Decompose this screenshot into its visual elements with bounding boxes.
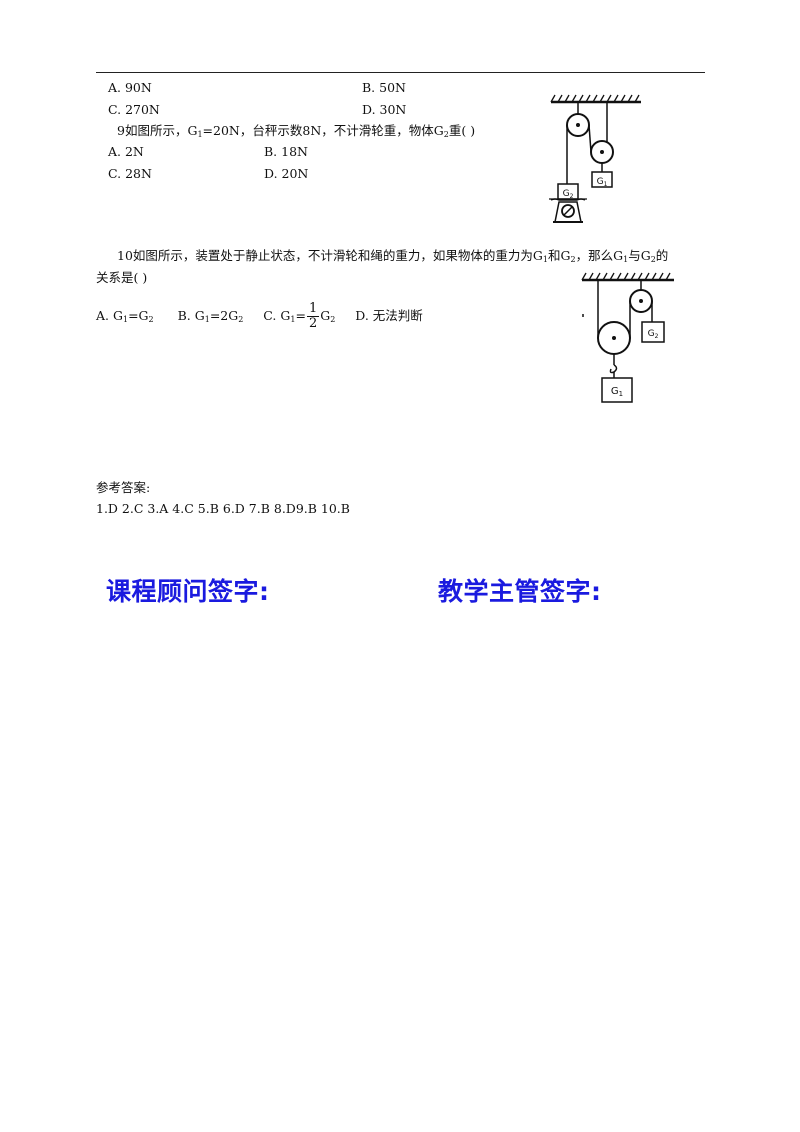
teaching-supervisor-signature-label: 教学主管签字:: [438, 577, 602, 606]
svg-text:G2: G2: [648, 329, 659, 340]
q8-option-c: C. 270N: [108, 102, 160, 117]
svg-text:G2: G2: [563, 189, 574, 200]
q10-stem-line2: 关系是( ): [96, 270, 148, 285]
q10-option-d: D. 无法判断: [355, 308, 423, 323]
header-rule: [96, 72, 705, 73]
q9-option-d: D. 20N: [264, 166, 309, 181]
course-advisor-signature-label: 课程顾问签字:: [106, 577, 270, 606]
q9-option-b: B. 18N: [264, 144, 308, 159]
q9-stem: 9如图所示，G1=20N，台秤示数8N，不计滑轮重，物体G2重( ): [117, 123, 476, 139]
q9-option-a: A. 2N: [108, 144, 144, 159]
q10-pulley-figure: G2 G1: [581, 272, 674, 403]
q8-option-b: B. 50N: [362, 80, 406, 95]
answers-heading: 参考答案:: [96, 480, 151, 495]
q8-option-a: A. 90N: [108, 80, 152, 95]
svg-text:G1: G1: [597, 177, 608, 188]
answers-list: 1.D 2.C 3.A 4.C 5.B 6.D 7.B 8.D9.B 10.B: [96, 501, 350, 516]
svg-text:G1: G1: [611, 386, 623, 398]
q10-option-a: A. G1=G2: [96, 308, 154, 324]
q8-option-d: D. 30N: [362, 102, 407, 117]
q10-stem-line1: 10如图所示，装置处于静止状态，不计滑轮和绳的重力，如果物体的重力为G1和G2，…: [117, 248, 669, 264]
q9-option-c: C. 28N: [108, 166, 152, 181]
q10-option-b: B. G1=2G2: [177, 308, 244, 324]
q9-pulley-figure: G1 G2: [549, 94, 641, 223]
